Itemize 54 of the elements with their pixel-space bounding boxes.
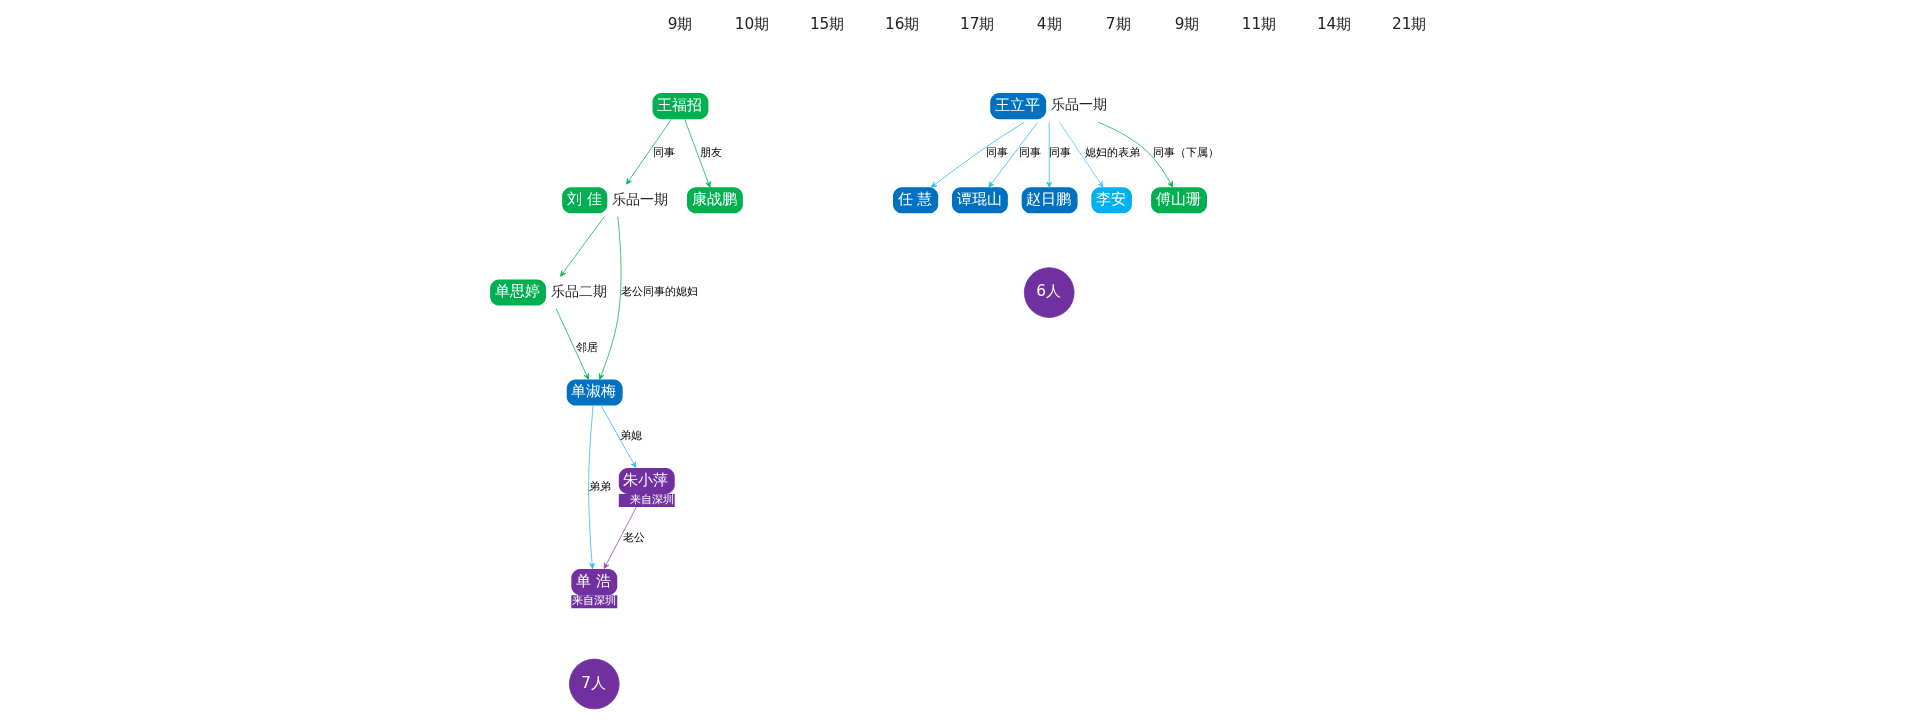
arrow xyxy=(1098,121,1174,188)
edge-label: 弟弟 xyxy=(589,479,612,493)
label: 16期 xyxy=(884,14,920,33)
node-box: 单思婷 xyxy=(490,279,547,306)
node-circle: 6人 xyxy=(1023,267,1075,318)
node-label: 乐品一期 xyxy=(611,190,668,207)
label: 21期 xyxy=(1391,14,1427,33)
label: 4期 xyxy=(1036,14,1062,33)
edge-label: 同事 xyxy=(985,146,1008,160)
node-box: 王立平 xyxy=(990,93,1047,120)
edge-label: 同事 xyxy=(1049,146,1072,160)
node-box: 赵日鹏 xyxy=(1021,187,1078,214)
node-label: 来自深圳 xyxy=(629,493,674,507)
edge-label: 老公同事的媳妇 xyxy=(620,285,698,299)
edge-label: 同事（下属） xyxy=(1153,146,1220,160)
arrow xyxy=(588,405,595,569)
node-box: 李安 xyxy=(1091,187,1132,214)
label: 11期 xyxy=(1241,14,1277,33)
arrow xyxy=(684,119,711,188)
node-box: 任 慧 xyxy=(893,187,939,214)
arrow xyxy=(930,121,1025,188)
arrow xyxy=(560,216,605,277)
edge-label: 朋友 xyxy=(700,146,723,160)
node-box: 王福招 xyxy=(652,93,709,120)
node-circle: 7人 xyxy=(569,658,620,710)
node-box: 单淑梅 xyxy=(566,379,623,406)
arrow xyxy=(555,308,589,380)
arrow xyxy=(988,122,1038,188)
node-box: 康战鹏 xyxy=(686,187,743,214)
arrow xyxy=(626,119,672,185)
label: 9期 xyxy=(667,14,693,33)
edge-label: 媳妇的表弟 xyxy=(1084,146,1140,160)
label: 15期 xyxy=(809,14,845,33)
arrow xyxy=(598,216,622,380)
arrow xyxy=(1059,122,1104,188)
node-label: 乐品一期 xyxy=(1050,96,1107,113)
node-label: 来自深圳 xyxy=(572,594,617,608)
edge-label: 同事 xyxy=(652,146,675,160)
edge-label: 老公 xyxy=(622,530,645,544)
label: 9期 xyxy=(1174,14,1200,33)
label: 7期 xyxy=(1105,14,1131,33)
label: 14期 xyxy=(1316,14,1352,33)
node-label: 乐品二期 xyxy=(550,282,607,299)
node-box: 傅山珊 xyxy=(1151,187,1207,214)
label: 10期 xyxy=(734,14,770,33)
edge-label: 邻居 xyxy=(576,341,599,355)
node-box: 刘 佳 xyxy=(562,187,608,214)
arrow xyxy=(603,506,637,569)
arrow xyxy=(600,405,637,468)
label: 17期 xyxy=(960,14,995,33)
arrow xyxy=(1046,122,1053,188)
edge-label: 同事 xyxy=(1018,146,1041,160)
node-box: 谭琨山 xyxy=(951,187,1008,214)
edge-label: 弟媳 xyxy=(620,429,643,443)
